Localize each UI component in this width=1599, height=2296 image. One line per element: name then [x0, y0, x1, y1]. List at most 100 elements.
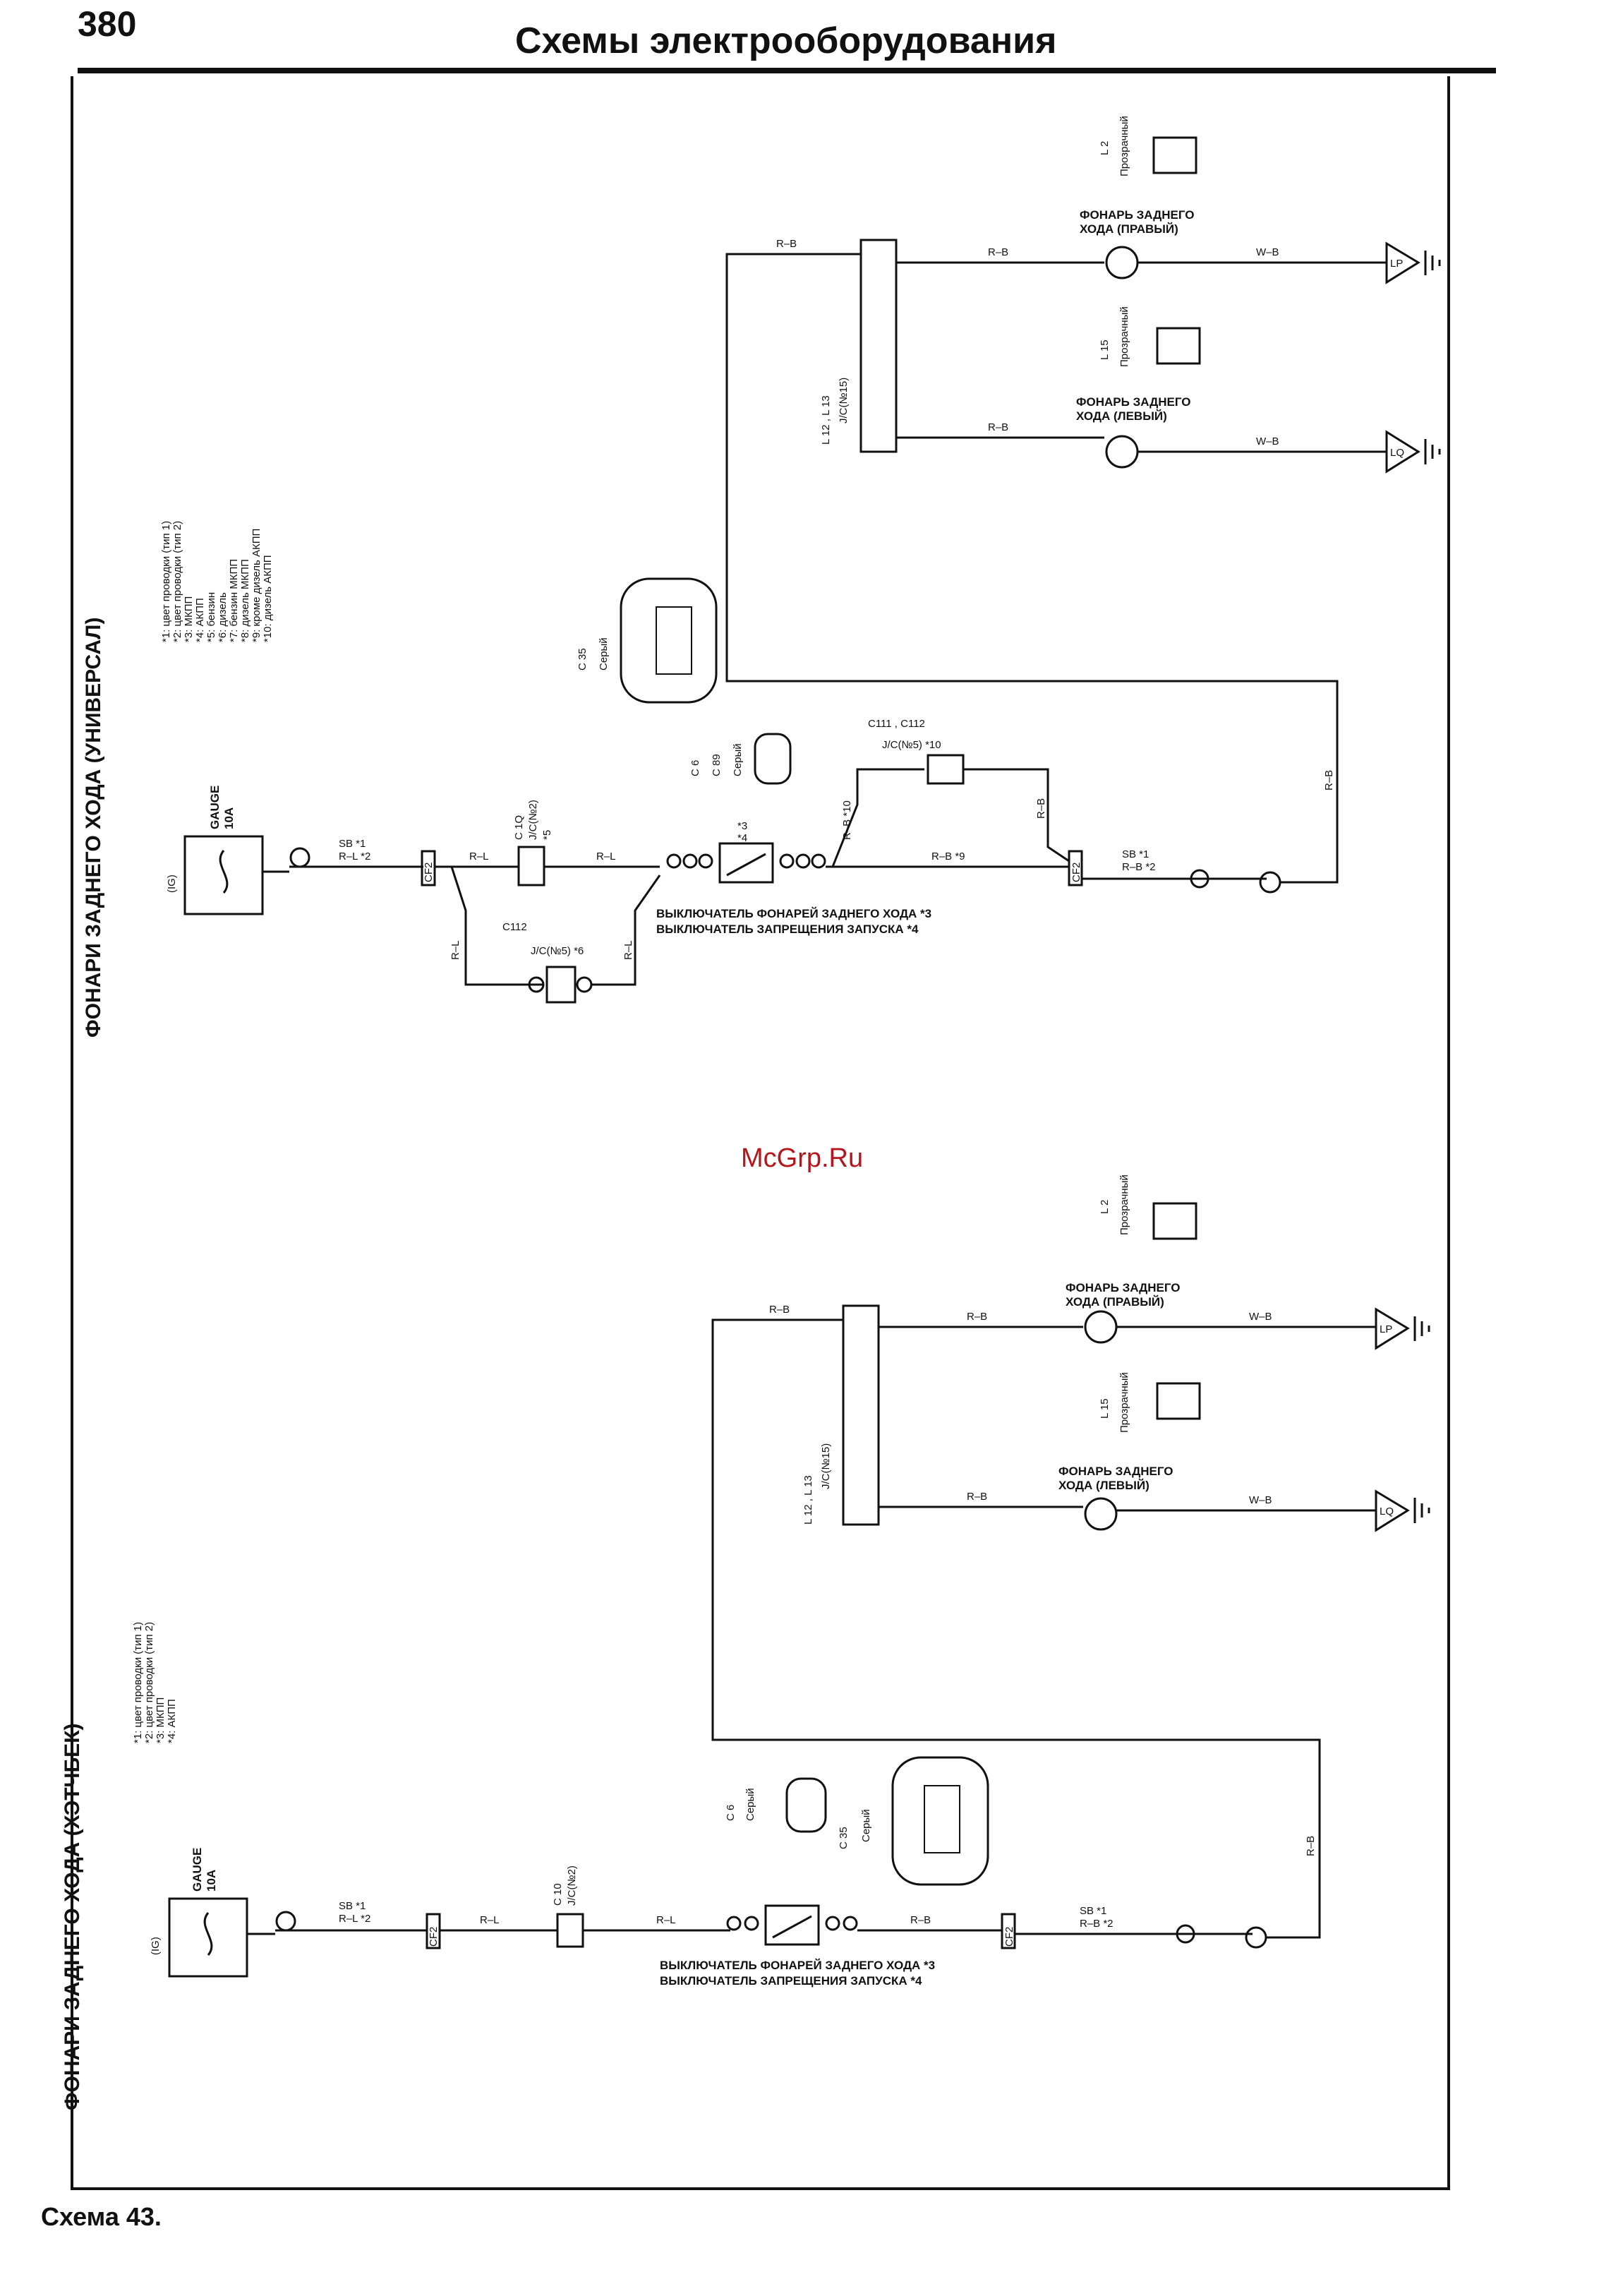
wire-color: SB *1 — [339, 838, 366, 850]
connector-pin — [528, 976, 545, 993]
connector-l15: L 15 — [1099, 1398, 1111, 1419]
ground-label: LP — [1390, 258, 1403, 270]
note-line: *1: цвет проводки (тип 1) — [132, 1622, 144, 1743]
lamp-left-name: ХОДА (ЛЕВЫЙ) — [1058, 1479, 1150, 1492]
jc2-name: J/C(№2) — [566, 1865, 578, 1906]
header-rule — [78, 68, 1496, 73]
ground-lq-icon — [1375, 1489, 1410, 1532]
connector-pin — [576, 976, 593, 993]
wire-color: W–B — [1249, 1494, 1272, 1506]
connector-color: Прозрачный — [1118, 306, 1130, 367]
junction-connector-2 — [556, 1913, 584, 1948]
lamp-left-icon — [1084, 1497, 1118, 1531]
connector-pin — [744, 1916, 759, 1931]
connector-c6: C 6 — [689, 760, 701, 776]
wire-color: SB *1 — [339, 1900, 366, 1912]
wagon-notes: *1: цвет проводки (тип 1) *2: цвет прово… — [160, 521, 274, 642]
junction-connector-5 — [545, 966, 577, 1004]
lamp-right-name: ХОДА (ПРАВЫЙ) — [1066, 1295, 1164, 1309]
wire-color: R–L *2 — [339, 851, 370, 862]
note-line: *5: бензин — [205, 592, 217, 642]
connector-pin — [289, 847, 310, 868]
connector-color: Серый — [732, 743, 744, 776]
wire-color: W–B — [1256, 435, 1279, 447]
connector-c6-shape — [754, 733, 792, 785]
wire-color: SB *1 — [1122, 848, 1149, 860]
wagon-title: ФОНАРИ ЗАДНЕГО ХОДА (УНИВЕРСАЛ) — [82, 618, 105, 1038]
note-line: *3: МКПП — [183, 596, 195, 642]
jc5-name: J/C(№5) *6 — [531, 945, 584, 957]
wire-color: R–B *9 — [931, 851, 965, 862]
connector-c35-shape — [620, 577, 718, 704]
wire-color: R–B — [910, 1914, 931, 1926]
jc5b-label: C111 , C112 — [868, 718, 925, 730]
junction-connector-5b — [927, 754, 965, 785]
wire-color: R–B — [776, 238, 797, 250]
connector-if-label: CF2 — [1070, 862, 1082, 882]
lamp-right-icon — [1084, 1310, 1118, 1344]
connector-l2: L 2 — [1099, 141, 1111, 155]
note-line: *4: АКПП — [194, 598, 206, 642]
hatch-notes: *1: цвет проводки (тип 1) *2: цвет прово… — [132, 1622, 178, 1743]
watermark: McGrp.Ru — [741, 1143, 864, 1173]
ground-label: LP — [1380, 1323, 1392, 1335]
note-line: *1: цвет проводки (тип 1) — [160, 521, 172, 642]
connector-l15-shape — [1156, 327, 1201, 365]
wire-color: R–L — [480, 1914, 500, 1926]
wire-color: SB *1 — [1080, 1905, 1106, 1917]
jc15-name: J/C(№15) — [838, 378, 850, 423]
lamp-right-name: ФОНАРЬ ЗАДНЕГО — [1080, 208, 1195, 222]
wire-color: R–B — [967, 1491, 987, 1503]
connector-c35: C 35 — [577, 648, 589, 671]
wire-color: R–L — [469, 851, 489, 862]
fuse-symbol — [203, 1912, 213, 1956]
ground-lp-icon — [1375, 1307, 1410, 1350]
junction-connector-15 — [859, 239, 898, 453]
hatch-title: ФОНАРИ ЗАДНЕГО ХОДА (ХЭТЧБЕК) — [61, 1724, 84, 2111]
jc15-label: L 12 , L 13 — [820, 395, 832, 445]
connector-color: Серый — [860, 1809, 872, 1842]
connector-pin — [1190, 869, 1209, 889]
connector-c89: C 89 — [711, 754, 723, 776]
connector-pin — [795, 853, 811, 869]
fuse-symbol — [219, 850, 229, 894]
wire-color: R–L — [622, 940, 634, 960]
wire-color: R–L — [656, 1914, 676, 1926]
wire-color: R–B *2 — [1080, 1918, 1114, 1930]
hatch-section: ФОНАРИ ЗАДНЕГО ХОДА (ХЭТЧБЕК) *1: цвет п… — [61, 1174, 1430, 2111]
connector-l2-shape — [1152, 1202, 1197, 1240]
connector-c35: C 35 — [838, 1827, 850, 1849]
wire-color: R–B — [1323, 770, 1335, 791]
connector-color: Серый — [744, 1788, 756, 1821]
connector-color: Прозрачный — [1118, 116, 1130, 176]
connector-pin — [726, 1916, 742, 1931]
fuse-box — [168, 1897, 248, 1978]
jc2-connector: C 10 — [552, 1883, 564, 1906]
wire-color: R–B — [967, 1311, 987, 1323]
ig-label: (IG) — [150, 1937, 162, 1955]
lamp-right-name: ХОДА (ПРАВЫЙ) — [1080, 222, 1178, 236]
ground-label: LQ — [1380, 1505, 1394, 1517]
connector-if-label: CF2 — [423, 862, 435, 882]
note-line: *6: дизель — [217, 592, 229, 642]
wagon-section: ФОНАРИ ЗАДНЕГО ХОДА (УНИВЕРСАЛ) *1: цвет… — [82, 116, 1441, 1038]
fuse-name: GAUGE — [208, 786, 222, 829]
wire-color: R–B — [1305, 1836, 1317, 1856]
switch-name: ВЫКЛЮЧАТЕЛЬ ЗАПРЕЩЕНИЯ ЗАПУСКА *4 — [660, 1974, 922, 1988]
switch-name: ВЫКЛЮЧАТЕЛЬ ФОНАРЕЙ ЗАДНЕГО ХОДА *3 — [656, 907, 931, 920]
ground-lp-icon — [1385, 241, 1420, 284]
connector-pin — [698, 853, 713, 869]
connector-c6-shape — [785, 1777, 827, 1833]
connector-pin — [1259, 871, 1281, 894]
wire-color: R–B — [988, 246, 1008, 258]
wire-color: R–B *2 — [1122, 861, 1156, 873]
note-line: *2: цвет проводки (тип 2) — [143, 1622, 155, 1743]
fuse-rating: 10A — [222, 807, 236, 829]
wire-color: R–B *10 — [841, 800, 853, 840]
fuse-name: GAUGE — [191, 1848, 204, 1892]
wire-color: R–B — [1035, 798, 1047, 819]
note-line: *4: АКПП — [166, 1699, 178, 1743]
fuse-rating: 10A — [205, 1870, 218, 1892]
connector-pin — [275, 1911, 296, 1932]
note-line: *7: бензин МКПП — [228, 559, 240, 642]
